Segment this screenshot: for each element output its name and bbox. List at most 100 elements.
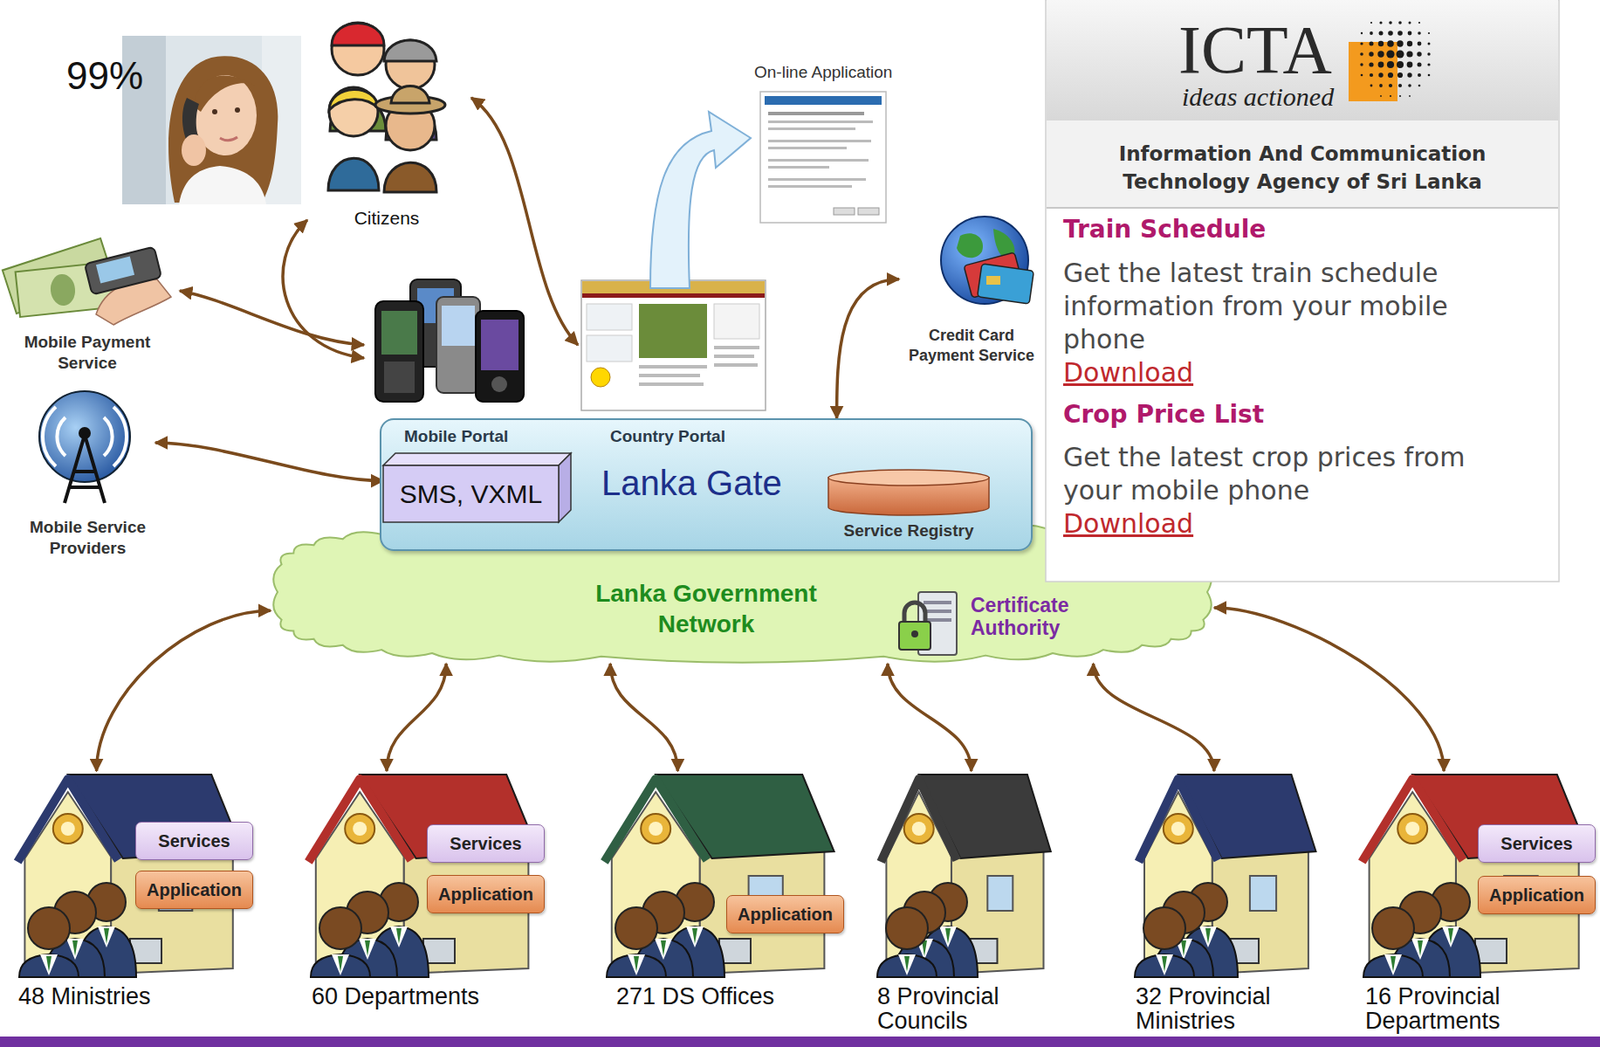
node-label: 16 Provincial Departments xyxy=(1365,983,1549,1034)
logo-dot xyxy=(1359,62,1363,66)
online-application-screen-part xyxy=(768,178,866,181)
portal-screen-part xyxy=(714,363,758,367)
house-shape-part xyxy=(1361,778,1463,862)
tower-icon-part xyxy=(64,434,105,503)
house-shape-part xyxy=(627,954,646,976)
link-arrows-part xyxy=(179,290,364,345)
logo-dot xyxy=(1417,73,1422,77)
logo-dot xyxy=(1428,42,1431,46)
portal-screen-part xyxy=(638,373,701,378)
logo-dots xyxy=(1359,20,1431,97)
free-label: 99% xyxy=(66,54,144,98)
online-application-screen-part xyxy=(768,185,852,188)
node-label: Certificate Authority xyxy=(970,593,1069,640)
online-application-screen-part xyxy=(768,146,847,150)
node-label: Services xyxy=(1500,833,1573,854)
connector-arrow xyxy=(386,663,447,771)
online-application-screen-part xyxy=(858,207,879,215)
logo-dot xyxy=(1379,20,1382,24)
phone-photo xyxy=(122,35,302,205)
house-shape-part xyxy=(358,938,377,960)
node-label: 8 Provincial Councils xyxy=(877,983,1026,1034)
house-shape xyxy=(597,770,842,979)
online-application-screen-part xyxy=(768,120,873,124)
house-shape-part xyxy=(692,927,698,944)
mobile-payment-picture-part xyxy=(84,247,162,296)
citizens-icon-part xyxy=(331,22,385,76)
cylinder-shape xyxy=(824,468,993,518)
mobile-phones-part xyxy=(381,310,418,355)
logo-dot xyxy=(1388,83,1393,88)
logo-dot xyxy=(1396,40,1403,47)
house-shape-part xyxy=(17,778,118,862)
logo-dot xyxy=(1417,41,1422,47)
online-application-screen-part xyxy=(768,165,830,169)
tower-icon-part xyxy=(42,406,56,467)
tower-icon-part xyxy=(113,406,127,467)
portal-screen-part xyxy=(586,303,632,330)
house-shape-part xyxy=(390,926,408,948)
logo-dot xyxy=(1387,72,1394,78)
house-shape-part xyxy=(877,954,937,977)
certificate-icon-part xyxy=(899,621,931,650)
house-shape-part xyxy=(319,906,362,949)
office-building: 32 Provincial Ministries xyxy=(1133,770,1322,1033)
phone-photo-part xyxy=(122,35,302,205)
portal-screen-part xyxy=(714,354,755,358)
logo-dot xyxy=(1417,62,1422,68)
house-shape-part xyxy=(337,955,344,972)
portal-screen-part xyxy=(582,293,765,298)
logo-dot xyxy=(1396,61,1404,69)
logo-dot xyxy=(1370,84,1374,88)
logo-dot xyxy=(1369,41,1374,47)
mobile-phones-part xyxy=(480,319,519,371)
house-shape-part xyxy=(604,778,708,862)
house-shape-part xyxy=(912,821,927,836)
house-shape xyxy=(875,770,1057,979)
logo-dot xyxy=(1407,41,1413,47)
house-shape-part xyxy=(648,821,663,836)
mobile-phones xyxy=(375,279,524,402)
connector-arrow xyxy=(1093,663,1215,771)
service-tag: Application xyxy=(426,874,545,914)
phone-photo-part xyxy=(219,137,238,141)
house-shape xyxy=(1354,770,1596,979)
house-shape-part xyxy=(66,938,84,960)
house-shape-part xyxy=(61,821,76,836)
connector-arrow xyxy=(610,663,678,771)
connector-arrow xyxy=(96,610,271,771)
logo-dot xyxy=(1417,31,1422,35)
box-3d-part xyxy=(558,453,571,522)
house-shape-part xyxy=(97,926,116,948)
portal-screen-part xyxy=(590,367,611,387)
node-label: Get the latest crop prices from your mob… xyxy=(1063,440,1500,508)
logo-dot xyxy=(1399,95,1401,97)
house-shape-part xyxy=(880,778,957,862)
house-shape-part xyxy=(904,955,910,972)
panel-background-part xyxy=(1046,0,1559,121)
logo-dot xyxy=(1397,30,1403,36)
logo-dot xyxy=(1386,49,1394,58)
phone-photo-part xyxy=(178,165,267,205)
house-shape-part xyxy=(898,954,916,976)
logo-dot xyxy=(1360,74,1364,77)
logo-dot xyxy=(1396,50,1405,59)
service-tag: Services xyxy=(135,821,254,860)
house-shape-part xyxy=(40,954,58,976)
online-application-screen-part xyxy=(768,139,872,143)
logo-dot xyxy=(1378,72,1383,77)
service-tag: Application xyxy=(135,870,254,909)
logo-dot xyxy=(1359,52,1364,56)
logo-dot xyxy=(1370,21,1373,24)
box-3d-part xyxy=(383,465,559,522)
logo-dot xyxy=(1398,20,1402,25)
house-shape-part xyxy=(46,955,52,972)
logo-dot xyxy=(1389,95,1392,97)
logo-dot xyxy=(1428,74,1431,77)
citizens-group: Citizens xyxy=(324,5,449,231)
phone-photo-part xyxy=(181,134,207,166)
online-application-screen-part xyxy=(768,111,865,116)
house-shape-part xyxy=(885,906,928,949)
office-building: 16 Provincial DepartmentsServicesApplica… xyxy=(1354,770,1596,1033)
logo-dot xyxy=(1408,21,1412,25)
